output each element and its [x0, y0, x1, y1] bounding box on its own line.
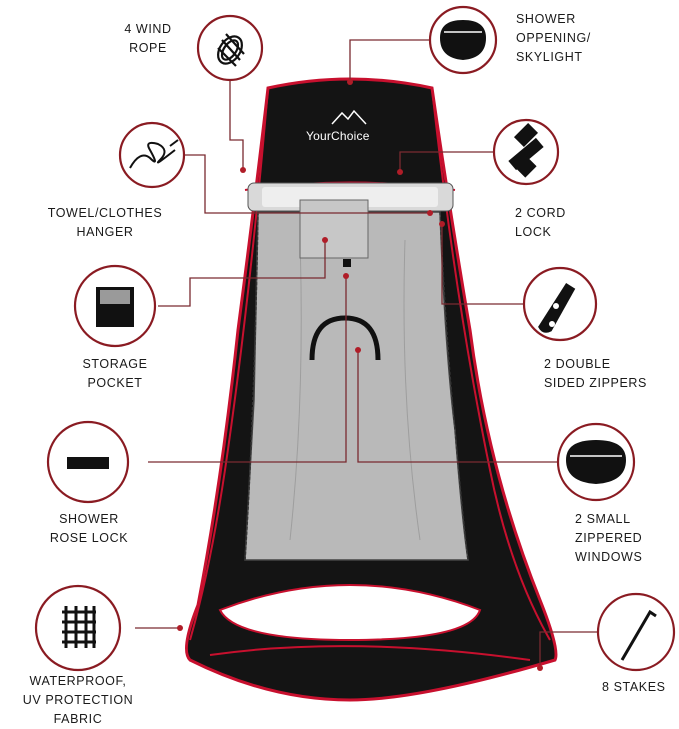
label-double-zippers: 2 DOUBLE SIDED ZIPPERS — [544, 355, 674, 393]
wind-rope-callout — [196, 14, 264, 82]
pop-up-shower-tent — [184, 77, 558, 702]
cord-lock-callout — [492, 118, 560, 186]
label-line: SIDED ZIPPERS — [544, 376, 647, 390]
door-storage-pocket — [299, 199, 369, 259]
label-line: ROSE LOCK — [49, 531, 129, 545]
label-line: OPPENING/ — [516, 31, 591, 45]
label-line: POCKET — [87, 376, 143, 390]
label-line: HANGER — [76, 225, 134, 239]
label-line: 2 SMALL — [575, 512, 631, 526]
label-shower-opening: SHOWER OPPENING/ SKYLIGHT — [516, 10, 666, 67]
zipper-pull-icon — [538, 283, 576, 333]
label-line: WINDOWS — [575, 550, 643, 564]
label-line: TOWEL/CLOTHES — [47, 206, 163, 220]
label-line: LOCK — [515, 225, 552, 239]
label-storage-pocket: STORAGE POCKET — [50, 355, 180, 393]
callout-dots — [177, 79, 543, 671]
storage-pocket-callout — [73, 264, 157, 348]
label-wind-rope: 4 WIND ROPE — [98, 20, 198, 58]
pocket-icon — [96, 287, 134, 327]
stakes-callout — [596, 592, 676, 672]
label-line: 2 CORD — [515, 206, 566, 220]
interior-handle-strap — [309, 315, 381, 361]
window-icon — [566, 440, 626, 484]
label-line: 4 WIND — [124, 22, 172, 36]
coiled-rope-icon — [217, 33, 245, 67]
fabric-mesh-icon — [62, 606, 96, 648]
label-line: ZIPPERED — [575, 531, 643, 545]
shower-opening-callout — [428, 5, 498, 75]
label-stakes: 8 STAKES — [602, 678, 678, 697]
round-opening-icon — [440, 20, 486, 60]
label-cord-lock: 2 CORD LOCK — [515, 204, 635, 242]
label-line: SHOWER — [59, 512, 119, 526]
brand-logo-icon — [331, 109, 367, 125]
label-waterproof-fabric: WATERPROOF, UV PROTECTION FABRIC — [18, 672, 138, 729]
towel-hanger-callout — [118, 121, 186, 189]
label-line: 8 STAKES — [602, 680, 666, 694]
leader-lines — [135, 39, 597, 668]
double-zippers-callout — [522, 266, 598, 342]
brand-name: YourChoice — [306, 129, 370, 143]
label-line: UV PROTECTION — [22, 693, 134, 707]
label-towel-hanger: TOWEL/CLOTHES HANGER — [30, 204, 180, 242]
label-line: STORAGE — [82, 357, 148, 371]
label-line: ROPE — [129, 41, 167, 55]
small-windows-callout — [556, 422, 636, 502]
cord-lock-icon — [508, 122, 544, 178]
stake-icon — [620, 609, 657, 661]
tent-interior — [244, 211, 469, 561]
label-line: WATERPROOF, — [29, 674, 127, 688]
strap-icon — [67, 457, 109, 469]
label-line: FABRIC — [53, 712, 103, 726]
label-shower-rose-lock: SHOWER ROSE LOCK — [34, 510, 144, 548]
label-line: SKYLIGHT — [516, 50, 583, 64]
shower-rose-lock-callout — [46, 420, 130, 504]
cord-hanger-icon — [129, 139, 179, 169]
waterproof-fabric-callout — [34, 584, 122, 672]
label-small-windows: 2 SMALL ZIPPERED WINDOWS — [575, 510, 675, 567]
label-line: 2 DOUBLE — [544, 357, 611, 371]
label-line: SHOWER — [516, 12, 576, 26]
